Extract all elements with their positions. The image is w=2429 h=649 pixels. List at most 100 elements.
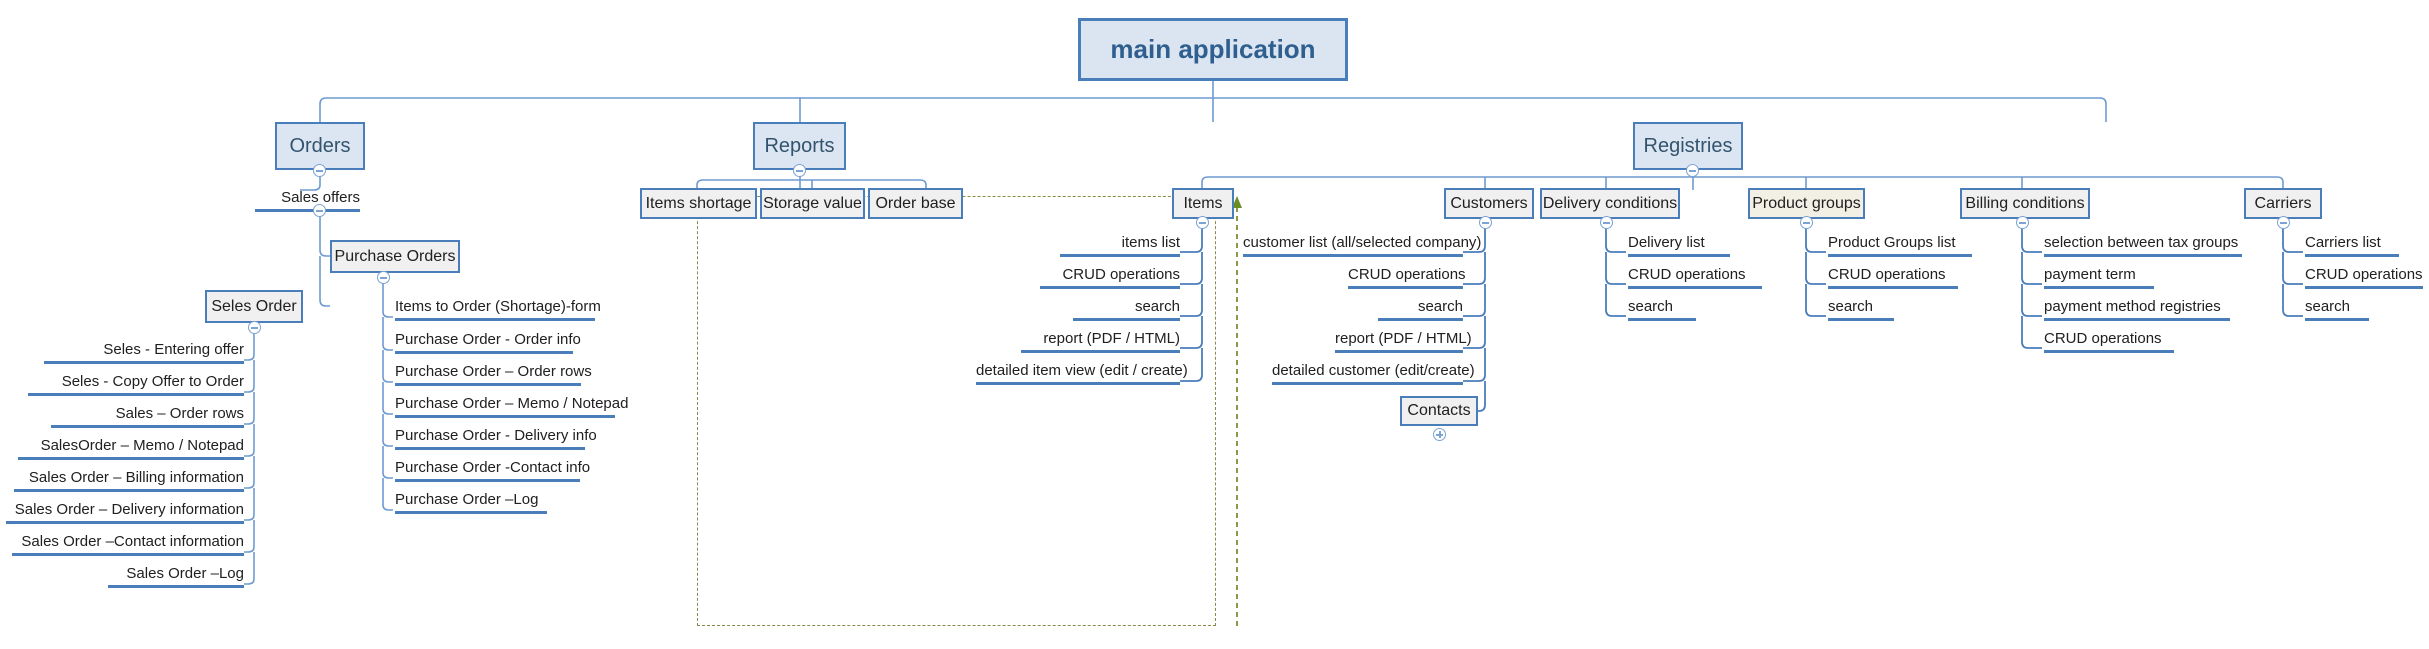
leaf-items-1[interactable]: CRUD operations [1040, 265, 1180, 289]
leaf-customers-1[interactable]: CRUD operations [1348, 265, 1466, 289]
leaf-sales-order-5[interactable]: Sales Order – Delivery information [6, 500, 244, 524]
node-label: Carriers [2254, 194, 2312, 212]
node-label: Billing conditions [1965, 194, 2085, 212]
leaf-sales-order-6[interactable]: Sales Order –Contact information [12, 532, 244, 556]
leaf-product-groups-0[interactable]: Product Groups list [1828, 233, 1972, 257]
leaf-purchase-order-0[interactable]: Items to Order (Shortage)-form [395, 297, 601, 321]
leaf-label: search [1417, 298, 1463, 315]
leaf-delivery-2[interactable]: search [1628, 297, 1696, 321]
node-label: Purchase Orders [334, 247, 456, 265]
leaf-label: Purchase Order – Order rows [395, 363, 592, 380]
node-report-order-base[interactable]: Order base [868, 188, 963, 219]
expander-registry-product-groups[interactable] [1800, 216, 1813, 229]
expander-registries[interactable] [1686, 164, 1699, 177]
leaf-label: Sales Order –Contact information [21, 533, 244, 550]
node-main-application[interactable]: main application [1078, 18, 1348, 81]
node-registry-product-groups[interactable]: Product groups [1748, 188, 1865, 219]
leaf-billing-1[interactable]: payment term [2044, 265, 2154, 289]
leaf-label: search [2305, 298, 2351, 315]
leaf-product-groups-2[interactable]: search [1828, 297, 1894, 321]
expander-registry-customers[interactable] [1479, 216, 1492, 229]
leaf-sales-order-7[interactable]: Sales Order –Log [108, 564, 244, 588]
expander-registry-billing-conditions[interactable] [2016, 216, 2029, 229]
leaf-label: report (PDF / HTML) [1335, 330, 1472, 347]
leaf-label: Sales Order –Log [126, 565, 244, 582]
leaf-label: Purchase Order –Log [395, 491, 539, 508]
node-label: Orders [289, 134, 351, 157]
leaf-carriers-2[interactable]: search [2305, 297, 2369, 321]
node-registry-carriers[interactable]: Carriers [2244, 188, 2322, 219]
leaf-label: Purchase Order – Memo / Notepad [395, 395, 629, 412]
leaf-items-4[interactable]: detailed item view (edit / create) [976, 361, 1188, 385]
leaf-purchase-order-5[interactable]: Purchase Order -Contact info [395, 458, 590, 482]
leaf-label: report (PDF / HTML) [1043, 330, 1180, 347]
leaf-customers-0[interactable]: customer list (all/selected company) [1243, 233, 1481, 257]
leaf-sales-order-2[interactable]: Sales – Order rows [51, 404, 244, 428]
expander-purchase-orders[interactable] [377, 271, 390, 284]
node-label: Items shortage [645, 194, 752, 212]
leaf-sales-order-0[interactable]: Seles - Entering offer [44, 340, 244, 364]
leaf-label: Seles - Entering offer [103, 341, 244, 358]
leaf-customers-3[interactable]: report (PDF / HTML) [1335, 329, 1472, 353]
expander-sales-offers[interactable] [313, 204, 326, 217]
expander-registry-delivery-conditions[interactable] [1600, 216, 1613, 229]
expander-reports[interactable] [793, 164, 806, 177]
leaf-items-2[interactable]: search [1073, 297, 1180, 321]
leaf-items-0[interactable]: items list [1060, 233, 1180, 257]
node-label: Order base [875, 194, 956, 212]
leaf-label: CRUD operations [1062, 266, 1180, 283]
leaf-label: search [1628, 298, 1674, 315]
leaf-billing-3[interactable]: CRUD operations [2044, 329, 2174, 353]
leaf-sales-order-1[interactable]: Seles - Copy Offer to Order [28, 372, 244, 396]
node-registry-customers[interactable]: Customers [1444, 188, 1534, 219]
node-purchase-orders[interactable]: Purchase Orders [330, 240, 460, 273]
leaf-carriers-1[interactable]: CRUD operations [2305, 265, 2423, 289]
reports-scope-region [697, 196, 1216, 626]
node-report-storage-value[interactable]: Storage value [760, 188, 865, 219]
expander-registry-items[interactable] [1196, 216, 1209, 229]
leaf-purchase-order-2[interactable]: Purchase Order – Order rows [395, 362, 592, 386]
leaf-label: Purchase Order -Contact info [395, 459, 591, 476]
node-registry-delivery-conditions[interactable]: Delivery conditions [1540, 188, 1680, 219]
leaf-product-groups-1[interactable]: CRUD operations [1828, 265, 1958, 289]
node-registries[interactable]: Registries [1633, 122, 1743, 170]
leaf-carriers-0[interactable]: Carriers list [2305, 233, 2399, 257]
leaf-label: CRUD operations [1828, 266, 1946, 283]
leaf-delivery-0[interactable]: Delivery list [1628, 233, 1730, 257]
leaf-sales-order-4[interactable]: Sales Order – Billing information [14, 468, 244, 492]
leaf-label: SalesOrder – Memo / Notepad [40, 437, 244, 454]
node-label: Seles Order [211, 297, 297, 315]
node-orders[interactable]: Orders [275, 122, 365, 170]
leaf-sales-order-3[interactable]: SalesOrder – Memo / Notepad [18, 436, 244, 460]
expander-contacts[interactable] [1433, 428, 1446, 441]
leaf-billing-0[interactable]: selection between tax groups [2044, 233, 2242, 257]
leaf-purchase-order-6[interactable]: Purchase Order –Log [395, 490, 547, 514]
leaf-customers-2[interactable]: search [1378, 297, 1463, 321]
node-registry-items[interactable]: Items [1172, 188, 1234, 219]
leaf-label: Purchase Order - Delivery info [395, 427, 597, 444]
leaf-purchase-order-1[interactable]: Purchase Order - Order info [395, 330, 581, 354]
leaf-purchase-order-4[interactable]: Purchase Order - Delivery info [395, 426, 597, 450]
node-sales-order[interactable]: Seles Order [205, 290, 303, 323]
leaf-billing-2[interactable]: payment method registries [2044, 297, 2230, 321]
node-label: Contacts [1407, 402, 1471, 419]
node-contacts[interactable]: Contacts [1400, 396, 1478, 426]
leaf-label: Sales Order – Billing information [28, 469, 244, 486]
node-reports[interactable]: Reports [753, 122, 846, 170]
leaf-label: Sales offers [281, 189, 360, 206]
leaf-items-3[interactable]: report (PDF / HTML) [1021, 329, 1180, 353]
leaf-customers-4[interactable]: detailed customer (edit/create) [1272, 361, 1475, 385]
leaf-sales-offers[interactable]: Sales offers [255, 188, 360, 212]
leaf-delivery-1[interactable]: CRUD operations [1628, 265, 1762, 289]
leaf-purchase-order-3[interactable]: Purchase Order – Memo / Notepad [395, 394, 628, 418]
cross-link-items-shortage-to-items [1232, 196, 1242, 626]
node-report-items-shortage[interactable]: Items shortage [640, 188, 757, 219]
node-label: Customers [1450, 194, 1528, 212]
leaf-label: CRUD operations [1628, 266, 1746, 283]
expander-orders[interactable] [313, 164, 326, 177]
expander-sales-order[interactable] [248, 321, 261, 334]
expander-registry-carriers[interactable] [2277, 216, 2290, 229]
node-label: Reports [764, 134, 835, 157]
node-registry-billing-conditions[interactable]: Billing conditions [1960, 188, 2090, 219]
